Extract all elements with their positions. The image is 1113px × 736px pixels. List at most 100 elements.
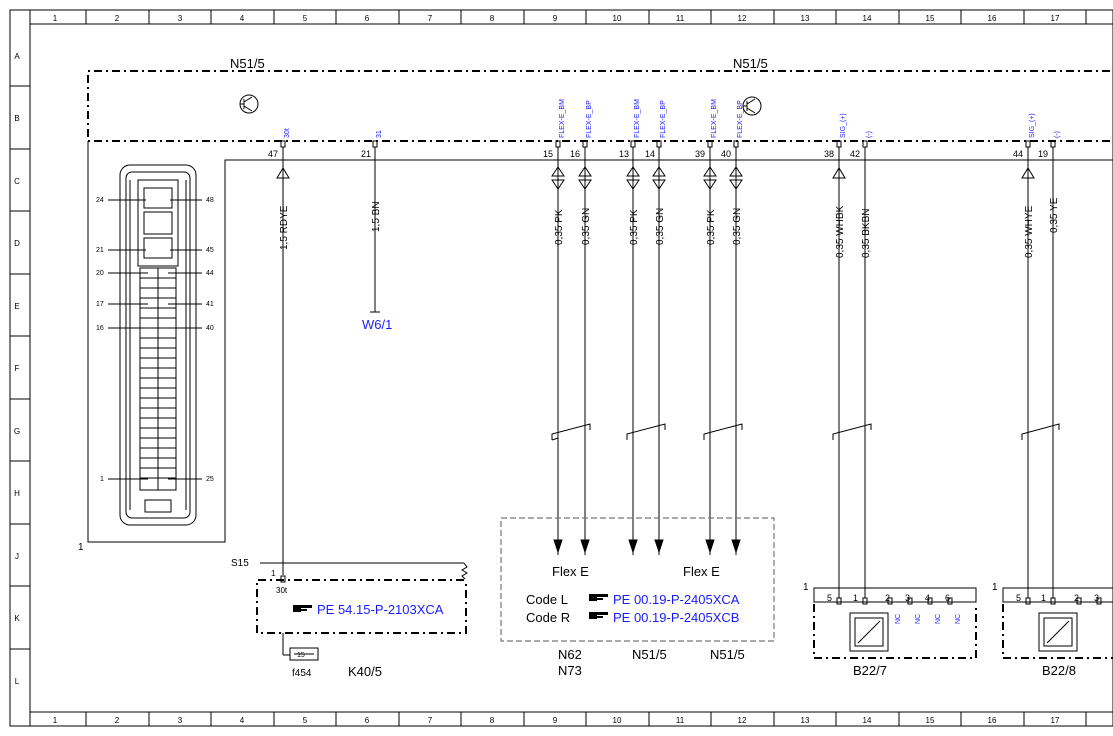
wire-label: 0,35 GN (655, 208, 666, 245)
sensor-pin: 1 (1041, 593, 1046, 603)
pin-name: (-) (866, 131, 873, 138)
column-label: 12 (738, 716, 747, 725)
pin-stubs: 30t 31 FLEX-E_BM FLEX-E_BP FLEX-E_BM FLE… (268, 99, 1061, 159)
s15-pin: 1 (271, 569, 276, 578)
column-label: 5 (303, 14, 308, 23)
column-label: 9 (553, 14, 558, 23)
column-label: 16 (988, 14, 997, 23)
pin-name: FLEX-E_BP (737, 100, 744, 138)
drawing-border: 1 2 3 4 5 6 7 8 9 10 11 12 13 14 15 16 1… (9, 9, 1113, 727)
code-l-label: Code L (526, 592, 568, 607)
connector-pin-label: 45 (206, 247, 214, 254)
s15-section: S15 1 30t PE 54.15-P-2103XCA 15 f454 K40… (231, 558, 468, 679)
pin-number: 13 (619, 149, 629, 159)
transistor-icon (239, 94, 259, 114)
row-label: G (14, 427, 20, 436)
sensor-label: B22/7 (853, 663, 887, 678)
wire-label: 0,35 PK (629, 209, 640, 245)
fuse-label: f454 (292, 668, 312, 679)
sensor-pin: 1 (853, 593, 858, 603)
column-label: 14 (863, 14, 872, 23)
column-label: 1 (53, 716, 58, 725)
column-label: 8 (490, 14, 495, 23)
flexray-label-left: Flex E (552, 564, 589, 579)
column-label: 15 (926, 14, 935, 23)
column-label: 17 (1051, 716, 1060, 725)
row-label: L (15, 677, 20, 686)
wire-label: 0,35 WHBK (835, 205, 846, 258)
connector-pin-label: 1 (100, 476, 104, 483)
sensor-icon (1038, 612, 1078, 652)
row-label: H (14, 489, 20, 498)
sensor-b22-8: 1 5 1 2 3 B22/8 (992, 582, 1113, 678)
wire-label: 0,35 YE (1049, 197, 1060, 233)
module-label-right: N51/5 (733, 56, 768, 71)
sensor-icon (849, 612, 889, 652)
code-l-reference-link[interactable]: PE 00.19-P-2405XCA (589, 592, 740, 607)
pin-name: FLEX-E_BP (660, 100, 667, 138)
connector-pin-label: 41 (206, 301, 214, 308)
pin-number: 38 (824, 149, 834, 159)
row-label: F (15, 364, 20, 373)
sensor-b22-7: 1 5 1 2 3 4 6 NC NC NC NC B22/7 (803, 582, 977, 678)
hand-pointer-icon (589, 612, 608, 619)
component-label-n62: N62 (558, 647, 582, 662)
pin-number: 14 (645, 149, 655, 159)
wire-labels: 1,5 RDYE 1,5 BN 0,35 PK 0,35 GN 0,35 PK … (279, 197, 1060, 258)
wire-label: 0,35 PK (554, 209, 565, 245)
s15-reference-link[interactable]: PE 54.15-P-2103XCA (293, 602, 444, 617)
pin-number: 16 (570, 149, 580, 159)
column-label: 14 (863, 716, 872, 725)
connector-pin-label: 44 (206, 270, 214, 277)
column-label: 11 (676, 716, 685, 725)
column-label: 17 (1051, 14, 1060, 23)
column-label: 10 (613, 14, 622, 23)
sensor-connector-number: 1 (803, 582, 809, 593)
code-r-label: Code R (526, 610, 570, 625)
fuse-value: 15 (297, 652, 305, 659)
component-label-n51-5: N51/5 (632, 647, 667, 662)
column-label: 6 (365, 716, 370, 725)
connector-pin-label: 40 (206, 325, 214, 332)
component-label-n51-5: N51/5 (710, 647, 745, 662)
pin-number: 21 (361, 149, 371, 159)
pin-name: FLEX-E_BM (559, 99, 566, 138)
column-label: 13 (801, 716, 810, 725)
component-label-n73: N73 (558, 663, 582, 678)
code-l-reference: PE 00.19-P-2405XCA (613, 592, 740, 607)
column-label: 11 (676, 14, 685, 23)
column-label: 13 (801, 14, 810, 23)
flexray-section: Flex E Flex E Code L Code R PE 00.19-P-2… (500, 517, 775, 678)
column-label: 3 (178, 716, 183, 725)
code-r-reference-link[interactable]: PE 00.19-P-2405XCB (589, 610, 739, 625)
relay-label: K40/5 (348, 664, 382, 679)
wire-label: 0,35 WHYE (1024, 205, 1035, 258)
ground-label-w6-1[interactable]: W6/1 (362, 317, 392, 332)
column-label: 15 (926, 716, 935, 725)
pin-name: 30t (284, 128, 291, 138)
wire-label: 1,5 RDYE (279, 205, 290, 250)
pin-number: 42 (850, 149, 860, 159)
column-label: 8 (490, 716, 495, 725)
wire-label: 0,35 GN (581, 208, 592, 245)
wire-label: 0,35 BKBN (861, 209, 872, 258)
sensor-pin: 5 (827, 593, 832, 603)
s15-terminal: 30t (276, 586, 288, 595)
pin-number: 39 (695, 149, 705, 159)
connector-pin-label: 48 (206, 197, 214, 204)
column-label: 2 (115, 716, 120, 725)
connector-pin-label: 20 (96, 270, 104, 277)
connector-pin-label: 21 (96, 247, 104, 254)
column-label: 4 (240, 716, 245, 725)
column-label: 9 (553, 716, 558, 725)
column-label: 4 (240, 14, 245, 23)
column-label: 12 (738, 14, 747, 23)
connector-outline: 1 (78, 141, 1113, 553)
module-label-left: N51/5 (230, 56, 265, 71)
wire-label: 0,35 GN (732, 208, 743, 245)
column-label: 2 (115, 14, 120, 23)
connector-pin-label: 25 (206, 476, 214, 483)
connector-number: 1 (78, 542, 84, 553)
pin-number: 40 (721, 149, 731, 159)
